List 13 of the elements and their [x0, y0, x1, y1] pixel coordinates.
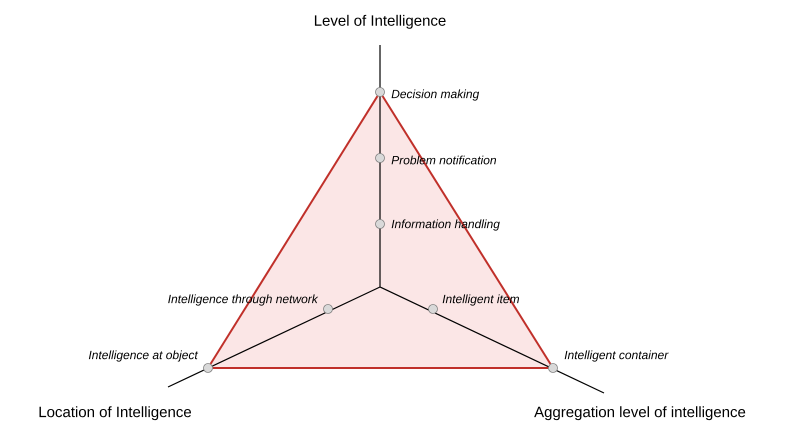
- point-marker: [548, 363, 558, 373]
- point-marker: [323, 304, 333, 314]
- triangle-side: [210, 96, 378, 364]
- triangle-side: [382, 96, 552, 364]
- triangle-side: [212, 367, 548, 369]
- point-label: Intelligence at object: [88, 350, 198, 362]
- point-marker: [428, 304, 438, 314]
- point-marker: [203, 363, 213, 373]
- point-label: Decision making: [392, 89, 480, 101]
- point-marker: [375, 153, 385, 163]
- point-label: Intelligent container: [564, 350, 669, 362]
- point-marker: [375, 219, 385, 229]
- point-marker: [375, 87, 385, 97]
